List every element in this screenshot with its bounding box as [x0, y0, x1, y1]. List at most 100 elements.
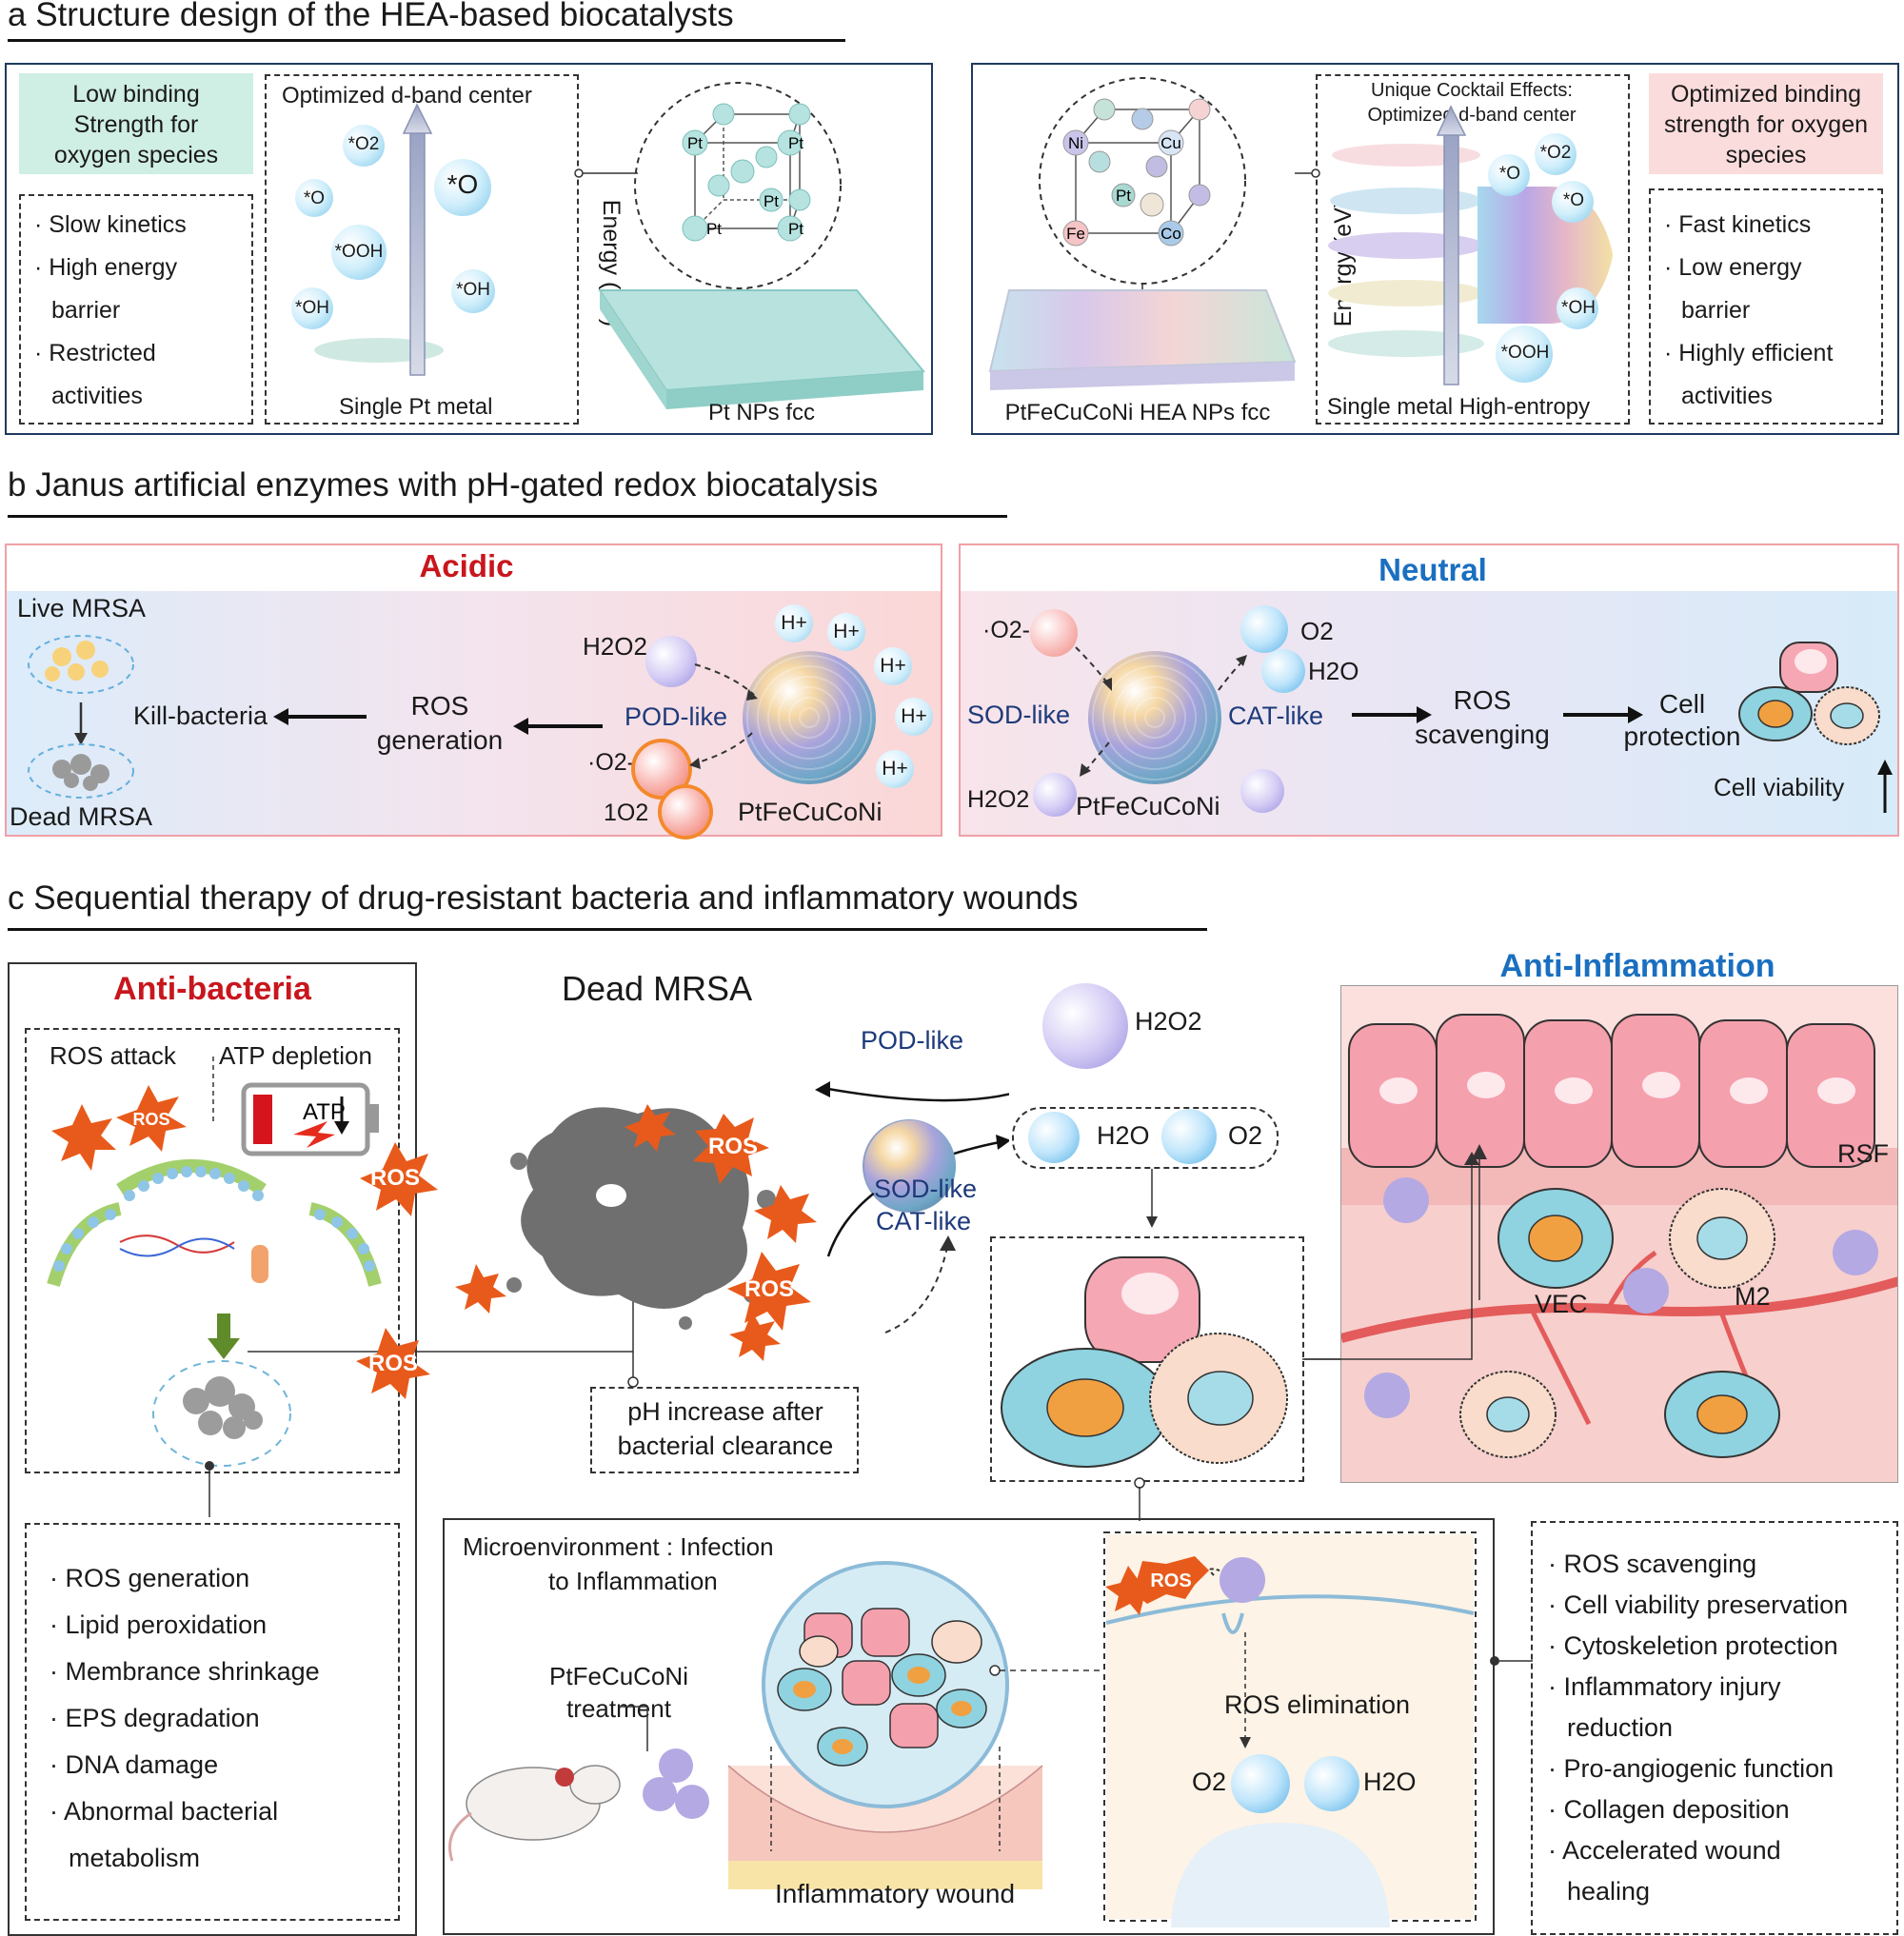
panel-a-underline	[8, 39, 845, 42]
dead-mrsa-title-text: Dead MRSA	[562, 969, 753, 1008]
m2-label: M2	[1735, 1282, 1771, 1311]
atp-text: ATP	[303, 1099, 346, 1125]
bullet: · Membrance shrinkage	[50, 1657, 320, 1686]
dead-mrsa-label: Dead MRSA	[10, 802, 152, 832]
low-binding-text: Low binding Strength for oxygen species	[53, 81, 219, 168]
ros-star-text: ROS	[368, 1351, 418, 1376]
hplus-bubble	[827, 613, 865, 651]
micro-o2-label: O2	[1192, 1768, 1227, 1796]
hplus-label: H+	[901, 705, 927, 727]
neutral-superoxide-bubble	[1030, 609, 1078, 657]
species-oh: *OH	[295, 298, 329, 318]
dead-mrsa-title: Dead MRSA	[562, 969, 752, 1009]
hea-species-o: *O	[1498, 164, 1521, 184]
right-bullets-box	[1531, 1521, 1898, 1935]
neutral-h2o2-bubble	[1033, 773, 1077, 817]
treatment-line1: PtFeCuCoNi	[549, 1662, 688, 1690]
hea-crystal-label: PtFeCuCoNi HEA NPs fcc	[1004, 400, 1271, 425]
acidic-header: Acidic	[419, 548, 514, 583]
center-sod-label: SOD-like	[874, 1175, 978, 1203]
bullet: · Pro-angiogenic function	[1548, 1754, 1835, 1783]
hea-bubble-o2	[1535, 133, 1577, 175]
hea-crystal-diagram: Ni Cu Pt Fe Co	[988, 77, 1297, 390]
products-o2-label: O2	[1228, 1121, 1263, 1150]
h2o2-bubble	[645, 636, 697, 687]
ph-increase-box	[590, 1387, 859, 1473]
bullet: · Highly efficient	[1664, 340, 1834, 366]
optimized-binding-box: Optimized binding strength for oxygen sp…	[1649, 73, 1883, 174]
hea-atom-label: Co	[1160, 225, 1181, 243]
center-h2o2-label: H2O2	[1135, 1007, 1202, 1036]
panel-a-right-frame	[971, 63, 1899, 435]
h2o-bubble	[1261, 649, 1305, 693]
cells-down-connector	[1134, 1477, 1145, 1521]
hea-species-o-2: *O	[1562, 190, 1585, 210]
protected-cells	[1001, 1256, 1288, 1468]
micro-h2o-label: H2O	[1363, 1768, 1417, 1796]
products-down-arrow	[1146, 1169, 1158, 1228]
anti-bacteria-illustration: ATP ROS	[47, 1057, 382, 1467]
hea-dband-diagram	[1328, 105, 1613, 385]
neutral-o2-label: O2	[1300, 617, 1334, 645]
pt-crystal-label: Pt NPs fcc	[708, 400, 815, 426]
anti-bacteria-inner-box	[25, 1028, 400, 1473]
neutral-h2o2-label: H2O2	[967, 786, 1030, 813]
center-catalyst-ball	[864, 1120, 956, 1212]
hplus-bubble	[895, 698, 933, 736]
h2o2-text: H2O2	[583, 632, 647, 661]
bubble-oh-2	[451, 269, 495, 313]
live-mrsa-text: Live MRSA	[17, 594, 147, 622]
microenvironment-illustration: ROS	[448, 1531, 1477, 1927]
hplus-label: H+	[880, 655, 906, 677]
bullet: · Collagen deposition	[1548, 1795, 1790, 1824]
neutral-h2o2-bubble-2	[1240, 769, 1284, 813]
anti-bacteria-title: Anti-bacteria	[113, 971, 311, 1007]
hea-atom-label: Fe	[1066, 225, 1085, 243]
products-h2o-bubble	[1028, 1112, 1080, 1163]
right-bullets-box	[1649, 188, 1883, 425]
left-bullet-list: · Slow kinetics · High energy barrier · …	[34, 204, 187, 418]
bullet: · Restricted	[34, 340, 156, 366]
ros-star-text: ROS	[370, 1165, 420, 1191]
hea-atom-label: Ni	[1068, 134, 1083, 152]
bubble-o2	[343, 125, 385, 167]
bullet: healing	[1567, 1877, 1651, 1906]
bullet: activities	[51, 383, 143, 409]
bullet: · Inflammatory injury	[1548, 1672, 1781, 1701]
neutral-catalyst-label: PtFeCuCoNi	[1076, 792, 1220, 820]
products-h2o-label: H2O	[1097, 1121, 1150, 1150]
hplus-label: H+	[781, 612, 807, 634]
micro-title-line1: Microenvironment : Infection	[463, 1532, 774, 1561]
treatment-line2: treatment	[566, 1694, 671, 1723]
neutral-h2o-label: H2O	[1308, 657, 1359, 685]
bullet: · Cell viability preservation	[1548, 1590, 1849, 1619]
superoxide-bubble	[635, 742, 688, 796]
ros-attack-label: ROS attack	[50, 1041, 176, 1070]
superoxide-label: ·O2-	[587, 749, 635, 776]
bullet: · ROS generation	[50, 1564, 250, 1592]
arrow-neutral-2	[1563, 706, 1643, 723]
left-bullets-box	[19, 194, 253, 425]
species-ooh: *OOH	[334, 242, 384, 262]
anti-inflammation-title: Anti-Inflammation	[1499, 948, 1775, 984]
hea-dband-box	[1316, 74, 1630, 425]
species-oh-2: *OH	[456, 280, 490, 300]
neutral-dashed-arrows	[1075, 646, 1247, 777]
panel-a-title: a Structure design of the HEA-based bioc…	[8, 0, 734, 33]
bullet: metabolism	[69, 1844, 201, 1872]
micro-h2o-bubble	[1304, 1756, 1359, 1811]
panel-b-underline	[8, 515, 1007, 518]
bullet: · Slow kinetics	[34, 211, 187, 238]
pt-atom-label: Pt	[764, 192, 779, 210]
hplus-bubble	[876, 750, 914, 788]
tissue-illustration	[1340, 985, 1898, 1483]
center-pod-label: POD-like	[861, 1026, 964, 1055]
pt-crystal-label-text: Pt NPs fcc	[707, 400, 816, 425]
bubble-o	[295, 179, 333, 217]
o2-bubble	[1240, 605, 1288, 653]
microenvironment-frame	[443, 1518, 1495, 1935]
singlet-bubble	[662, 788, 709, 836]
pod-like-label: POD-like	[625, 702, 728, 731]
ros-elimination-label: ROS elimination	[1224, 1690, 1411, 1719]
cell-label: Cell	[1658, 689, 1706, 719]
